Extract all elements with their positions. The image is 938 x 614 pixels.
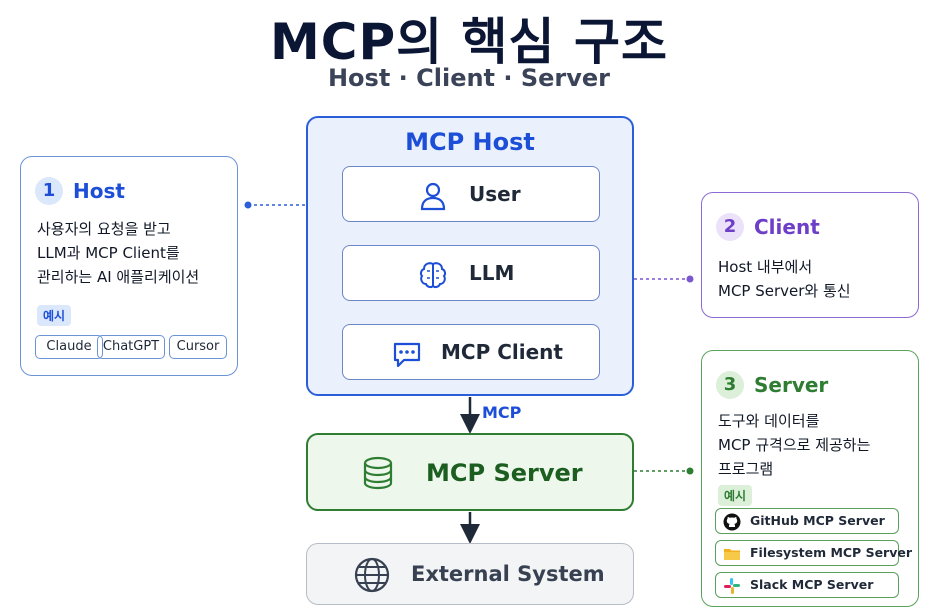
mcp-host-panel: MCP Host User LLM MCP Client (306, 116, 634, 396)
external-system-label: External System (411, 562, 605, 586)
user-box: User (342, 166, 600, 222)
user-label: User (469, 182, 521, 206)
server-card-title: Server (754, 373, 829, 397)
llm-box: LLM (342, 245, 600, 301)
mcp-host-title: MCP Host (405, 128, 535, 156)
host-info-card: 1 Host 사용자의 요청을 받고 LLM과 MCP Client를 관리하는… (20, 156, 238, 376)
user-icon (420, 182, 446, 211)
mcp-client-label: MCP Client (441, 340, 563, 364)
mcp-connector-label: MCP (482, 403, 522, 422)
globe-icon (354, 557, 390, 593)
database-icon (363, 456, 393, 490)
client-card-title: Client (754, 215, 820, 239)
host-example-tag: 예시 (37, 305, 72, 326)
github-icon (723, 513, 741, 531)
example-chatgpt: ChatGPT (97, 335, 165, 359)
host-card-description: 사용자의 요청을 받고 LLM과 MCP Client를 관리하는 AI 애플리… (37, 220, 200, 286)
example-cursor: Cursor (169, 335, 227, 359)
example-claude: Claude (35, 335, 103, 359)
mcp-server-label: MCP Server (426, 459, 583, 487)
host-number-badge: 1 (35, 177, 63, 205)
slack-icon (724, 578, 740, 594)
mcp-server-box: MCP Server (306, 433, 634, 511)
brain-icon (419, 262, 447, 289)
server-number-badge: 3 (716, 371, 744, 399)
mcp-client-box: MCP Client (342, 324, 600, 380)
example-github-server: GitHub MCP Server (715, 508, 899, 534)
client-number-badge: 2 (716, 213, 744, 241)
server-example-tag: 예시 (718, 485, 753, 506)
example-slack-server: Slack MCP Server (715, 572, 899, 598)
page-subtitle: Host · Client · Server (327, 64, 611, 92)
server-info-card: 3 Server 도구와 데이터를 MCP 규격으로 제공하는 프로그램 예시 … (701, 350, 919, 607)
page-title: MCP의 핵심 구조 (270, 13, 668, 71)
client-info-card: 2 Client Host 내부에서 MCP Server와 통신 (701, 192, 919, 318)
chat-icon (393, 342, 421, 368)
server-card-description: 도구와 데이터를 MCP 규격으로 제공하는 프로그램 (718, 412, 871, 478)
llm-label: LLM (469, 261, 515, 285)
example-filesystem-server: Filesystem MCP Server (715, 540, 912, 566)
folder-icon (724, 549, 740, 560)
host-card-title: Host (73, 179, 125, 203)
client-card-description: Host 내부에서 MCP Server와 통신 (718, 258, 851, 300)
external-system-box: External System (306, 543, 634, 605)
